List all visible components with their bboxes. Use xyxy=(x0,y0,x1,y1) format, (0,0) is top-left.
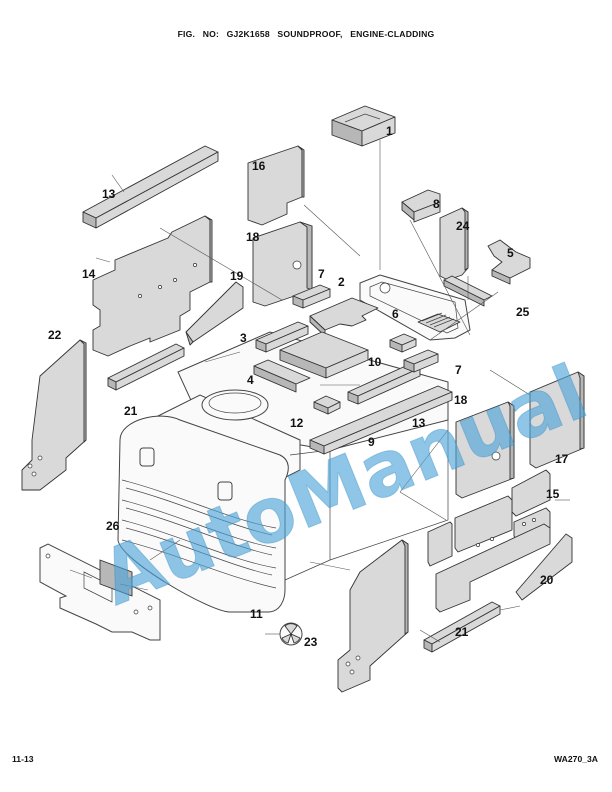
grille-mesh xyxy=(417,312,461,333)
callout-16: 16 xyxy=(252,159,266,173)
part-13-strip-lower xyxy=(309,385,453,455)
callout-5: 5 xyxy=(507,246,514,260)
callout-7-upper: 7 xyxy=(318,267,325,281)
page-number: 11-13 xyxy=(12,754,34,764)
callout-6: 6 xyxy=(392,307,399,321)
part-16-panel xyxy=(247,145,305,226)
part-18-panel-lower xyxy=(455,401,515,499)
callout-14: 14 xyxy=(82,267,96,281)
part-17-panel xyxy=(529,371,585,469)
callout-numbers: 1 2 3 4 5 6 7 7 8 9 10 11 12 13 13 14 15… xyxy=(48,124,569,649)
callout-21-upper: 21 xyxy=(124,404,138,418)
callout-1: 1 xyxy=(386,124,393,138)
part-2-plate xyxy=(309,297,379,337)
part-side-panel-lower xyxy=(337,539,409,693)
drawing-code: WA270_3A xyxy=(554,754,598,764)
part-7-block-upper xyxy=(292,284,331,309)
callout-21-lower: 21 xyxy=(455,625,469,639)
callout-18-upper: 18 xyxy=(246,230,260,244)
callout-18-lower: 18 xyxy=(454,393,468,407)
callout-15: 15 xyxy=(546,487,560,501)
figure-header: FIG. NO: GJ2K1658 SOUNDPROOF, ENGINE-CLA… xyxy=(0,29,612,39)
part-24-panel xyxy=(439,207,469,281)
fig-label: FIG. NO: xyxy=(177,29,220,39)
callout-2: 2 xyxy=(338,275,345,289)
callout-25: 25 xyxy=(516,305,530,319)
leader-lines xyxy=(69,140,570,643)
part-10-panel xyxy=(279,331,369,379)
callout-17: 17 xyxy=(555,452,569,466)
part-19-wedge xyxy=(185,281,244,346)
callout-24: 24 xyxy=(456,219,470,233)
part-21-strip-upper xyxy=(107,343,185,391)
part-3-block xyxy=(255,321,309,353)
fig-title: SOUNDPROOF, ENGINE-CLADDING xyxy=(277,29,435,39)
part-7-block-lower xyxy=(403,349,439,373)
fig-number: GJ2K1658 xyxy=(226,29,270,39)
callout-13-lower: 13 xyxy=(412,416,426,430)
callout-3: 3 xyxy=(240,331,247,345)
part-5-bracket xyxy=(487,239,531,285)
callout-12: 12 xyxy=(290,416,304,430)
part-14-panel xyxy=(92,215,213,357)
part-15-panel-set xyxy=(427,469,551,613)
part-20-wedge xyxy=(515,533,573,601)
part-22-side-panel xyxy=(21,339,87,491)
part-12-block xyxy=(313,395,341,415)
callout-13-upper: 13 xyxy=(102,187,116,201)
callout-8: 8 xyxy=(433,197,440,211)
callout-11: 11 xyxy=(250,607,263,621)
part-6-block xyxy=(389,333,417,353)
part-8-pad xyxy=(401,189,441,223)
callout-7-lower: 7 xyxy=(455,363,462,377)
callout-26: 26 xyxy=(106,519,120,533)
callout-19: 19 xyxy=(230,269,244,283)
callout-20: 20 xyxy=(540,573,554,587)
part-13-strip-top xyxy=(82,145,219,229)
callout-22: 22 xyxy=(48,328,62,342)
callout-10: 10 xyxy=(368,355,382,369)
part-23-clip xyxy=(279,622,303,646)
callout-4: 4 xyxy=(247,373,254,387)
part-21-strip-lower xyxy=(423,601,501,653)
part-1-pad xyxy=(331,105,396,147)
part-26-bracket xyxy=(39,543,161,641)
part-4-block xyxy=(253,359,311,393)
callout-9: 9 xyxy=(368,435,375,449)
callout-23: 23 xyxy=(304,635,318,649)
